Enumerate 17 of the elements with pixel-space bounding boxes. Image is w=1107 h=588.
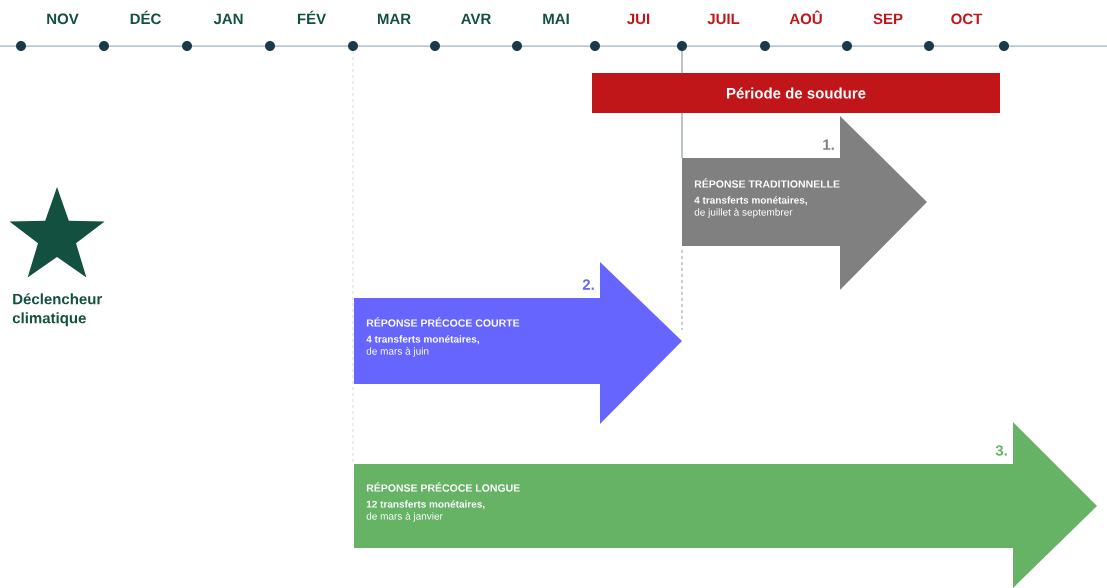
month-label: MAR — [377, 13, 411, 24]
month-label: JUI — [627, 13, 650, 25]
step-number: 1. — [823, 139, 834, 150]
month-label: OCT — [951, 13, 983, 25]
month-label: AOÛ — [789, 10, 822, 25]
month-label: SEP — [873, 13, 903, 25]
trigger-label: Déclencheur climatique — [12, 293, 102, 327]
month-label: DÉC — [130, 10, 161, 25]
month-label: FÉV — [297, 10, 326, 24]
step-number: 2. — [582, 279, 594, 290]
period-bar: Période de soudure — [592, 73, 1000, 113]
month-label: AVR — [461, 13, 491, 24]
month-label: NOV — [47, 13, 79, 25]
month-label: JUIL — [707, 13, 740, 25]
step-number: 3. — [995, 445, 1007, 456]
month-label: JAN — [213, 13, 243, 25]
month-label: MAI — [543, 13, 569, 24]
